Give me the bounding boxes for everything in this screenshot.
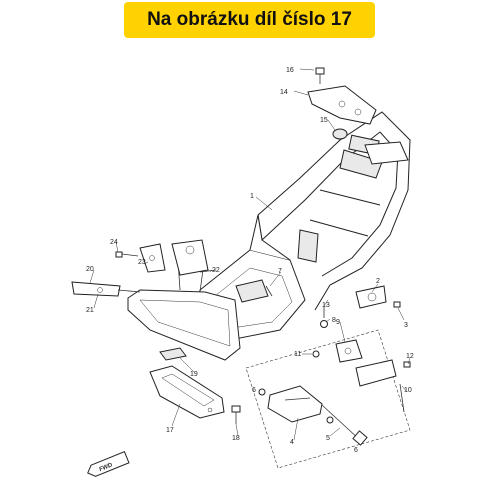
nut-11 <box>312 350 320 358</box>
stand-10 <box>355 359 405 413</box>
callout-15: 15 <box>320 117 328 124</box>
front-pipe-frame <box>71 239 241 361</box>
callout-6a: 6 <box>252 387 256 394</box>
callout-11: 11 <box>294 351 301 358</box>
leader-lines <box>89 68 411 441</box>
callout-9: 9 <box>336 319 340 326</box>
callout-22: 22 <box>212 267 220 274</box>
fwd-label: FWD <box>98 462 114 473</box>
stand-assembly-box <box>245 329 411 469</box>
callout-20: 20 <box>86 266 94 273</box>
lower-bracket <box>149 365 225 419</box>
grommet <box>332 128 348 140</box>
callout-12: 12 <box>406 353 414 360</box>
callout-1: 1 <box>250 193 254 200</box>
page-title-banner: Na obrázku díl číslo 17 <box>124 2 375 38</box>
callout-4: 4 <box>290 439 294 446</box>
bolt-3 <box>393 301 401 308</box>
callout-18: 18 <box>232 435 240 442</box>
callout-10: 10 <box>404 387 412 394</box>
collar-8 <box>320 320 328 328</box>
callout-17: 17 <box>166 427 174 434</box>
bracket-2 <box>355 285 387 309</box>
main-frame <box>194 111 411 341</box>
callout-5: 5 <box>326 435 330 442</box>
stand-bracket-9 <box>335 339 363 363</box>
callout-2: 2 <box>376 278 380 285</box>
stud-7 <box>265 285 273 297</box>
bolt-12 <box>403 361 411 368</box>
rubber-pad <box>159 347 187 361</box>
callout-14: 14 <box>280 89 288 96</box>
callout-3: 3 <box>404 322 408 329</box>
callout-23: 23 <box>138 259 146 266</box>
callout-8: 8 <box>332 317 336 324</box>
callout-13: 13 <box>322 302 330 309</box>
forward-direction-marker: FWD <box>87 451 130 477</box>
callout-19: 19 <box>190 371 198 378</box>
callout-6b: 6 <box>354 447 358 454</box>
lower-bolt <box>231 405 241 424</box>
top-bolt <box>315 67 325 84</box>
callout-21: 21 <box>86 307 94 314</box>
callout-7: 7 <box>278 268 282 275</box>
top-bracket <box>307 85 377 125</box>
callout-24: 24 <box>110 239 118 246</box>
callout-16: 16 <box>286 67 294 74</box>
